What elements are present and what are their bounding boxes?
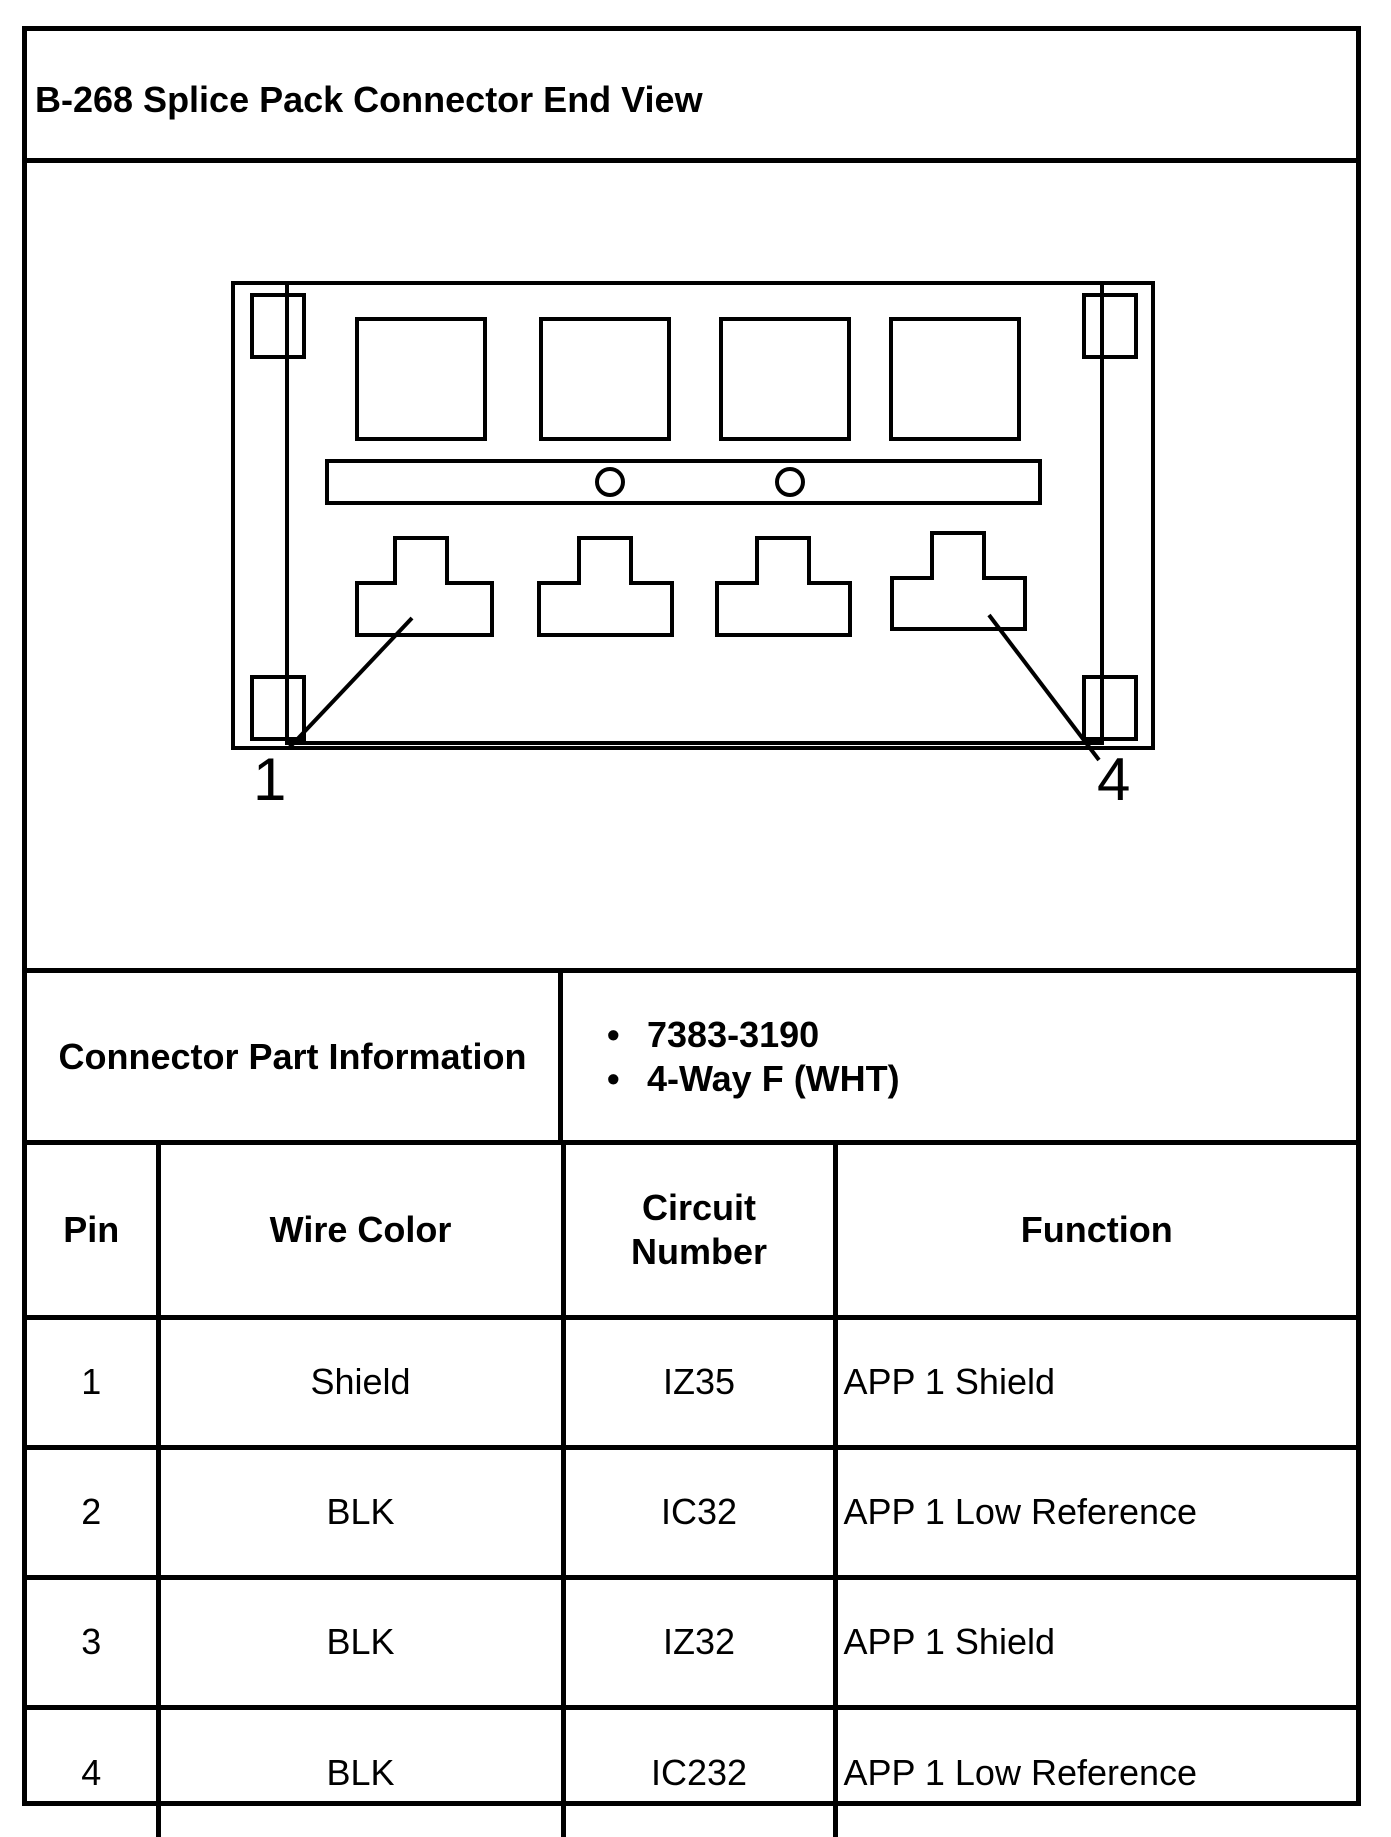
pin-cell: 3 xyxy=(27,1577,161,1710)
header-circuit-number-text: Circuit Number xyxy=(630,1186,768,1272)
connector-sheet: B-268 Splice Pack Connector End View xyxy=(22,26,1361,1837)
table-row: 1 Shield IZ35 APP 1 Shield xyxy=(27,1317,1356,1450)
pin-4-leader-line xyxy=(987,613,1101,762)
connector-part-info-list: • 7383-3190 • 4-Way F (WHT) xyxy=(563,973,1356,1140)
locking-bar xyxy=(325,459,1042,505)
function-cell: APP 1 Shield xyxy=(835,1577,1356,1710)
title-row: B-268 Splice Pack Connector End View xyxy=(27,31,1356,163)
corner-latch-top-right xyxy=(1082,293,1138,359)
pin-cell: 1 xyxy=(27,1317,161,1450)
connector-diagram-panel: 1 4 xyxy=(27,163,1356,973)
function-cell: APP 1 Low Reference xyxy=(835,1447,1356,1580)
upper-cavity-4 xyxy=(889,317,1021,441)
corner-latch-top-left xyxy=(250,293,306,359)
bar-hole-right xyxy=(775,467,805,497)
wire-color-cell: BLK xyxy=(158,1707,566,1837)
pin-cell: 2 xyxy=(27,1447,161,1580)
bar-hole-left xyxy=(595,467,625,497)
circuit-cell: IZ35 xyxy=(563,1317,838,1450)
table-row: 2 BLK IC32 APP 1 Low Reference xyxy=(27,1447,1356,1580)
pin-4-label: 4 xyxy=(1097,746,1130,813)
bullet-icon: • xyxy=(607,1057,620,1099)
upper-cavity-1 xyxy=(355,317,487,441)
terminal-cavity-3 xyxy=(715,536,852,637)
corner-latch-bottom-right xyxy=(1082,675,1138,741)
upper-cavity-2 xyxy=(539,317,671,441)
table-row: 4 BLK IC232 APP 1 Low Reference xyxy=(27,1707,1356,1837)
connector-body xyxy=(285,281,1104,745)
upper-cavity-3 xyxy=(719,317,851,441)
wire-color-cell: BLK xyxy=(158,1577,566,1710)
pinout-table: Pin Wire Color Circuit Number Function 1… xyxy=(27,1145,1356,1837)
connector-end-view-diagram: 1 4 xyxy=(231,281,1155,813)
table-row: 3 BLK IZ32 APP 1 Shield xyxy=(27,1577,1356,1710)
pin-cell: 4 xyxy=(27,1707,161,1837)
connector-type-item: • 4-Way F (WHT) xyxy=(607,1057,1356,1101)
header-function: Function xyxy=(835,1145,1356,1320)
header-pin: Pin xyxy=(27,1145,161,1320)
part-number: 7383-3190 xyxy=(647,1013,820,1055)
pin-1-label: 1 xyxy=(253,746,286,813)
circuit-cell: IZ32 xyxy=(563,1577,838,1710)
circuit-cell: IC232 xyxy=(563,1707,838,1837)
terminal-cavity-1 xyxy=(355,536,494,637)
wire-color-cell: BLK xyxy=(158,1447,566,1580)
function-cell: APP 1 Shield xyxy=(835,1317,1356,1450)
bullet-icon: • xyxy=(607,1013,620,1055)
connector-part-info-label: Connector Part Information xyxy=(27,973,563,1140)
connector-housing xyxy=(231,281,1155,750)
function-cell: APP 1 Low Reference xyxy=(843,1752,1198,1794)
page-title: B-268 Splice Pack Connector End View xyxy=(35,79,703,120)
terminal-cavity-4 xyxy=(890,531,1027,631)
part-number-item: • 7383-3190 xyxy=(607,1013,1356,1057)
corner-latch-bottom-left xyxy=(250,675,306,741)
pin-1-leader-line xyxy=(287,616,414,750)
terminal-cavity-2 xyxy=(537,536,674,637)
wire-color-cell: Shield xyxy=(158,1317,566,1450)
header-circuit-number: Circuit Number xyxy=(563,1145,838,1320)
header-wire-color: Wire Color xyxy=(158,1145,566,1320)
table-header-row: Pin Wire Color Circuit Number Function xyxy=(27,1145,1356,1320)
connector-type: 4-Way F (WHT) xyxy=(647,1057,900,1099)
connector-part-info-row: Connector Part Information • 7383-3190 •… xyxy=(27,973,1356,1145)
circuit-cell: IC32 xyxy=(563,1447,838,1580)
